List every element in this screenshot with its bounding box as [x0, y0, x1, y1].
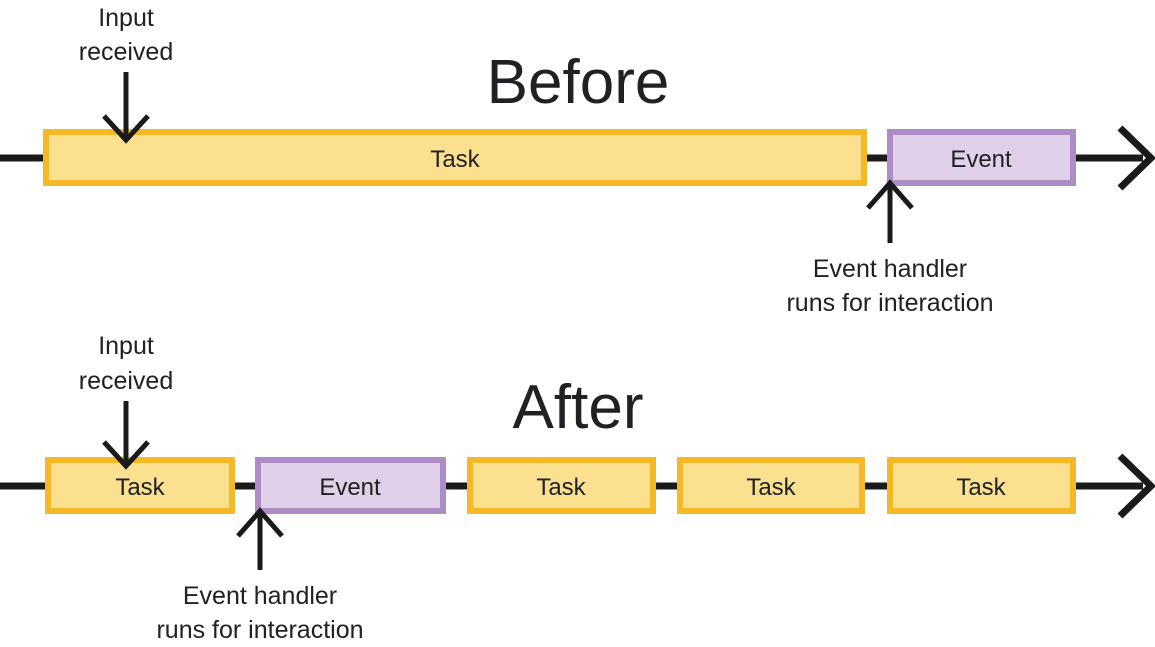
- after-event-label: Event: [319, 474, 381, 501]
- before-handler-annotation-line2: runs for interaction: [786, 289, 993, 317]
- after-task-label-3: Task: [746, 474, 796, 501]
- after-task-label-1: Task: [115, 474, 165, 501]
- after-input-annotation-arrowhead-icon: [102, 440, 150, 470]
- before-task-label: Task: [430, 146, 480, 173]
- before-timeline-arrowhead-icon: [1117, 125, 1155, 191]
- after-input-annotation: Input received: [79, 332, 174, 470]
- after-task-block-2: [467, 457, 656, 514]
- before-input-annotation-arrowhead-icon: [102, 114, 150, 144]
- after-handler-annotation-line1: Event handler: [183, 582, 337, 610]
- before-task-block: [43, 129, 867, 186]
- after-task-block-4: [887, 457, 1076, 514]
- before-input-annotation-line2: received: [79, 38, 174, 66]
- before-input-annotation: Input received: [79, 4, 174, 144]
- before-title: Before: [487, 48, 670, 117]
- after-task-block-3: [677, 457, 865, 514]
- before-handler-annotation: Event handler runs for interaction: [786, 179, 994, 317]
- after-timeline-arrowhead-icon: [1117, 453, 1155, 519]
- after-handler-annotation: Event handler runs for interaction: [156, 507, 364, 644]
- after-input-annotation-line2: received: [79, 367, 174, 395]
- after-task-label-4: Task: [956, 474, 1006, 501]
- after-task-block-1: [45, 457, 235, 514]
- after-event-block: [255, 457, 446, 514]
- before-input-annotation-line1: Input: [98, 4, 154, 32]
- before-handler-annotation-arrowhead-icon: [866, 179, 914, 210]
- after-handler-annotation-line2: runs for interaction: [156, 616, 363, 644]
- before-section: Before Task Event Input received: [0, 4, 1155, 317]
- after-task-label-2: Task: [536, 474, 586, 501]
- after-title: After: [513, 373, 644, 442]
- before-event-block: [887, 129, 1076, 186]
- before-event-label: Event: [950, 146, 1012, 173]
- after-section: After Task Event Task Task Task: [0, 332, 1155, 644]
- after-handler-annotation-arrowhead-icon: [236, 507, 284, 538]
- after-input-annotation-line1: Input: [98, 332, 154, 360]
- before-handler-annotation-line1: Event handler: [813, 255, 967, 283]
